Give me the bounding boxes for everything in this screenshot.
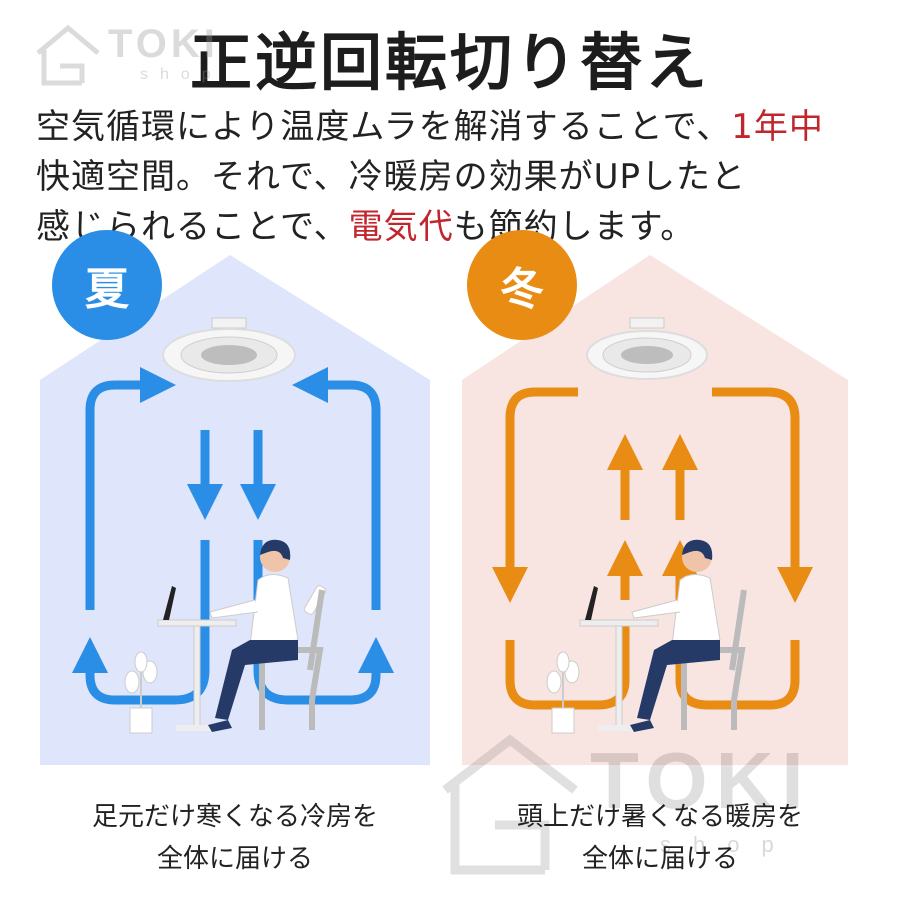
description-line-1: 空気循環により温度ムラを解消することで、1年中 xyxy=(36,107,824,147)
summer-caption: 足元だけ寒くなる冷房を 全体に届ける xyxy=(45,796,425,880)
logo-brand: TOKI xyxy=(108,22,219,66)
logo-watermark-bottom xyxy=(442,734,578,875)
watermark-brand: TOKI xyxy=(590,736,812,825)
house-logo-icon xyxy=(36,24,100,86)
winter-caption-line-1: 頭上だけ暑くなる暖房を xyxy=(516,802,803,832)
summer-house xyxy=(40,255,430,765)
ceiling-fan-summer xyxy=(162,317,296,382)
description-line-2: 快適空間。それで、冷暖房の効果がUPしたと xyxy=(36,157,747,197)
ceiling-fan-winter xyxy=(586,317,708,380)
page-title: 正逆回転切り替え xyxy=(189,26,710,99)
logo-sub: shop xyxy=(140,66,223,83)
winter-badge: 冬 xyxy=(467,230,577,340)
winter-house xyxy=(462,255,848,765)
person-at-desk-winter xyxy=(579,539,747,732)
description: 空気循環により温度ムラを解消することで、1年中 快適空間。それで、冷暖房の効果が… xyxy=(36,102,876,252)
logo-top: TOKI shop xyxy=(30,18,230,93)
summer-caption-line-1: 足元だけ寒くなる冷房を xyxy=(91,802,378,832)
watermark-sub: shop xyxy=(660,832,796,857)
plant-winter xyxy=(546,651,580,734)
winter-caption-line-2: 全体に届ける xyxy=(581,844,738,874)
winter-caption: 頭上だけ暑くなる暖房を 全体に届ける xyxy=(470,796,850,880)
summer-caption-line-2: 全体に届ける xyxy=(156,844,313,874)
plant-summer xyxy=(124,651,158,734)
person-at-desk-summer xyxy=(157,539,327,732)
summer-badge: 夏 xyxy=(52,230,162,340)
